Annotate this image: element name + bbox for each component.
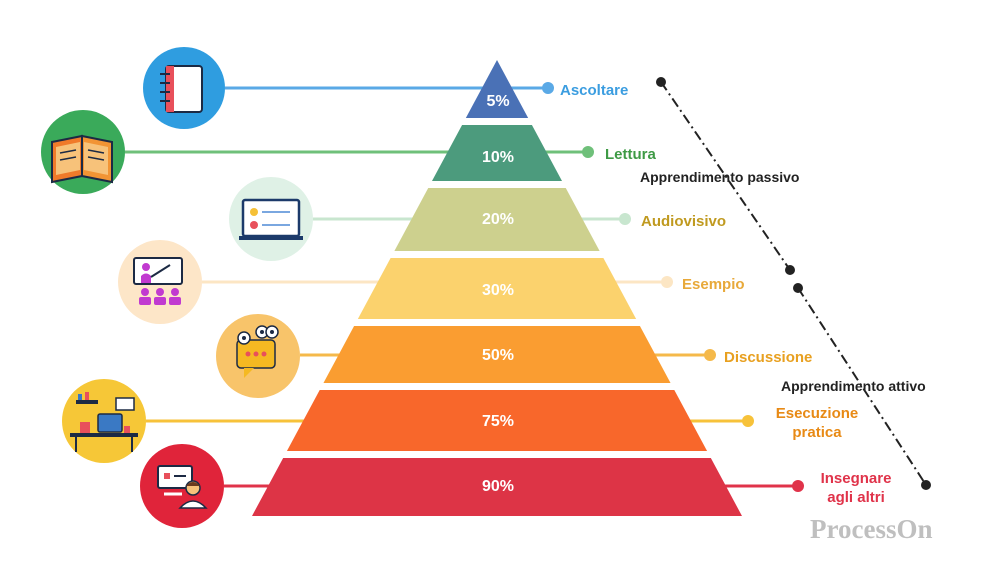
pyramid-layer (286, 390, 708, 451)
pyramid-layer (357, 258, 637, 319)
level-2-percent: 10% (481, 149, 515, 166)
pyramid-layer (431, 125, 563, 181)
presenter-icon (140, 444, 224, 528)
connector-dot (582, 146, 594, 158)
open-book-icon (41, 110, 125, 194)
notebook-icon (143, 47, 225, 129)
level-4-label: Esempio (682, 276, 745, 293)
level-6-percent: 75% (481, 413, 515, 430)
level-7-label: Insegnare agli altri (820, 470, 892, 506)
screen-icon (229, 177, 313, 261)
pyramid-layer (394, 188, 600, 251)
active-learning-label: Apprendimento attivo (781, 378, 926, 394)
connector-dot (704, 349, 716, 361)
pyramid-layer (252, 458, 742, 516)
level-6-label: Esecuzione pratica (775, 405, 859, 441)
classroom-icon (118, 240, 202, 324)
connector-dot (619, 213, 631, 225)
level-1-label: Ascoltare (560, 82, 629, 99)
passive-bracket (656, 77, 795, 275)
connector-dot (542, 82, 554, 94)
connector-dot (792, 480, 804, 492)
pyramid-layer (323, 326, 671, 383)
passive-learning-label: Apprendimento passivo (640, 169, 800, 185)
active-bracket (793, 283, 931, 490)
connector-dot (661, 276, 673, 288)
level-1-percent: 5% (486, 93, 510, 110)
workspace-icon (62, 379, 146, 463)
watermark: ProcessOn (810, 514, 933, 544)
pyramid-layer (465, 60, 529, 118)
chat-bubbles-icon (216, 314, 300, 398)
level-4-percent: 30% (481, 282, 515, 299)
level-7-percent: 90% (481, 478, 515, 495)
level-3-label: Audiovisivo (641, 213, 727, 230)
connector-dot (742, 415, 754, 427)
level-3-percent: 20% (481, 211, 515, 228)
level-5-label: Discussione (724, 349, 813, 366)
level-5-percent: 50% (481, 347, 515, 364)
level-2-label: Lettura (605, 146, 656, 163)
